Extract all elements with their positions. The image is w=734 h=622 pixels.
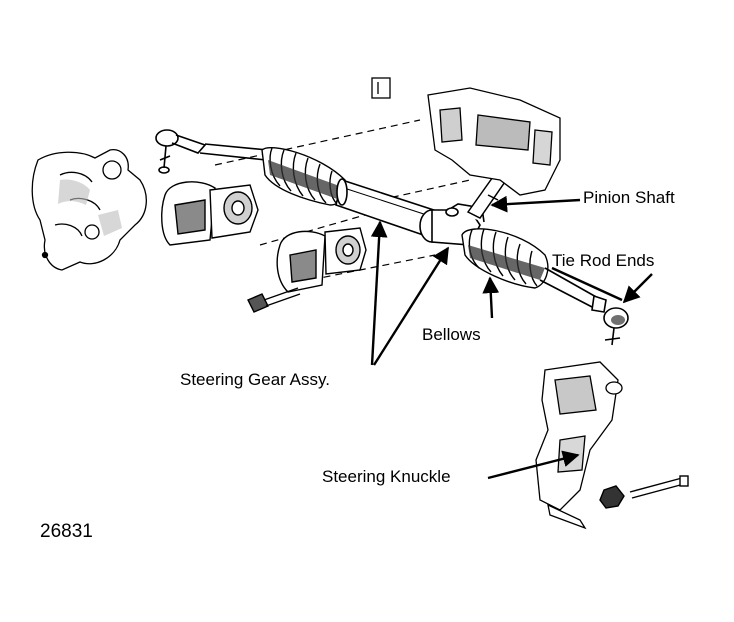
left-steering-knuckle — [31, 149, 147, 271]
left-knuckle-shading — [58, 179, 122, 236]
center-mounting-bracket — [276, 227, 367, 293]
label-pinion-shaft: Pinion Shaft — [583, 188, 675, 207]
left-bellows-shading — [268, 160, 345, 200]
label-steering-gear-assy: Steering Gear Assy. — [180, 370, 330, 389]
right-steering-knuckle — [535, 361, 623, 530]
right-tie-rod-end-shading — [611, 315, 625, 325]
knuckle-arrow — [487, 450, 580, 480]
gear-assy-arrow-right — [372, 246, 450, 366]
label-bellows: Bellows — [422, 325, 481, 344]
label-tie-rod-ends: Tie Rod Ends — [552, 251, 655, 270]
upper-body-bracket — [371, 77, 561, 196]
knuckle-nut-bolt — [599, 475, 689, 509]
gear-assy-arrow-left — [370, 220, 388, 366]
left-tie-rod-end — [155, 129, 207, 174]
mounting-bolt — [247, 287, 301, 313]
tie-rod-ends-arrow-stub — [551, 266, 623, 302]
pinion-shaft-arrow — [490, 195, 581, 213]
tie-rod-ends-arrow — [622, 273, 653, 304]
figure-number: 26831 — [40, 521, 93, 542]
right-tie-rod — [539, 267, 599, 309]
left-tie-rod — [199, 143, 269, 161]
right-bellows-shading — [468, 245, 545, 280]
callout-arrows — [370, 195, 653, 480]
bellows-arrow — [482, 276, 500, 319]
left-mounting-bracket — [161, 181, 259, 246]
rack-housing — [335, 178, 441, 240]
label-steering-knuckle: Steering Knuckle — [322, 467, 451, 486]
